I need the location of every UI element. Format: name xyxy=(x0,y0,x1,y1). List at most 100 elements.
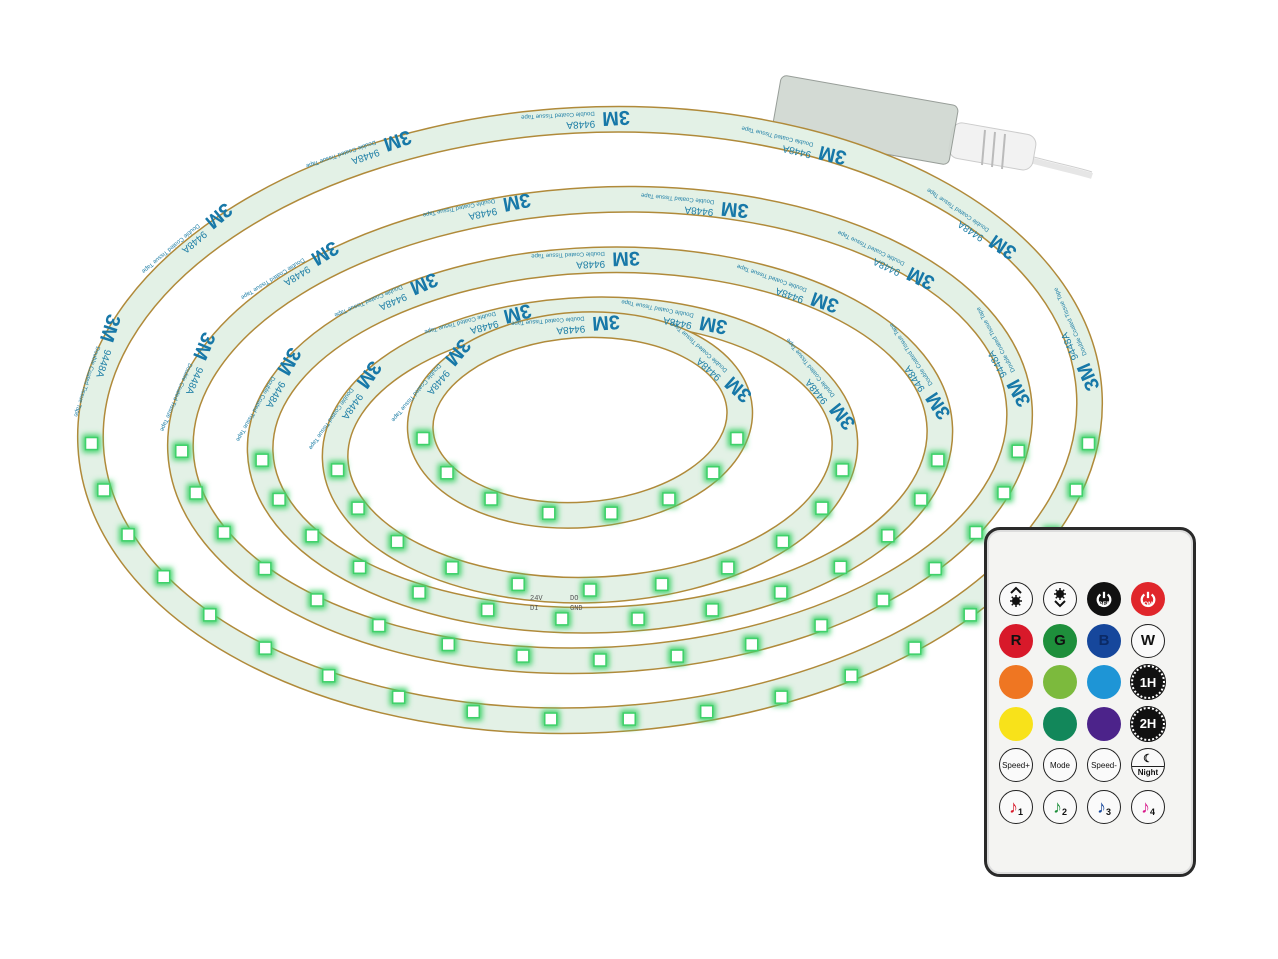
led-chip xyxy=(466,704,481,719)
led-chip xyxy=(814,618,828,633)
button-label: Night xyxy=(1137,767,1159,777)
led-chip xyxy=(833,560,848,575)
remote-button-orange[interactable] xyxy=(999,665,1033,699)
button-label: G xyxy=(1054,632,1066,649)
led-chip xyxy=(655,577,669,592)
remote-button-teal-green[interactable] xyxy=(1043,706,1077,741)
remote-button-purple[interactable] xyxy=(1087,706,1121,741)
led-chip xyxy=(542,506,556,520)
led-chip xyxy=(881,529,895,543)
led-chip xyxy=(272,492,286,507)
tape-model: 9448A xyxy=(684,204,714,218)
led-chip xyxy=(156,569,171,584)
button-label: ON xyxy=(1143,602,1153,608)
remote-button-red[interactable]: R xyxy=(999,623,1033,658)
button-label: 1H xyxy=(1139,674,1157,690)
remote-button-power-off[interactable]: OFF xyxy=(1087,582,1121,616)
remote-button-light-green[interactable] xyxy=(1043,665,1077,699)
button-label: R xyxy=(1010,632,1022,649)
led-chip xyxy=(372,618,386,633)
remote-button-speed-up[interactable]: Speed+ xyxy=(999,748,1033,782)
button-label: 2H xyxy=(1139,716,1157,731)
remote-button-music-4[interactable]: ♪4 xyxy=(1131,789,1165,824)
led-chip xyxy=(555,612,569,626)
tape-description: Double Coated Tissue Tape xyxy=(530,250,604,259)
led-chip xyxy=(774,690,789,704)
remote-button-night[interactable]: ☾Night xyxy=(1131,748,1165,782)
music-note-icon: ♪ xyxy=(1096,796,1106,817)
power-icon xyxy=(1095,590,1113,612)
remote-button-timer-1h[interactable]: 1H xyxy=(1130,664,1166,700)
remote-button-mode[interactable]: Mode xyxy=(1043,748,1077,782)
led-chip xyxy=(97,483,111,497)
tape-description: Double Coated Tissue Tape xyxy=(510,315,585,326)
led-chip xyxy=(189,486,203,500)
remote-button-music-2[interactable]: ♪2 xyxy=(1043,789,1077,824)
led-chip xyxy=(258,561,272,576)
led-chip xyxy=(121,528,135,542)
led-chip xyxy=(322,669,336,683)
pcb-marking: DO xyxy=(570,595,578,603)
button-label: OFF xyxy=(1098,602,1110,608)
brightness-down-icon xyxy=(1050,585,1070,613)
remote-button-brightness-down[interactable] xyxy=(1043,582,1077,616)
led-chip xyxy=(914,492,928,507)
remote-button-music-1[interactable]: ♪1 xyxy=(999,789,1033,824)
button-label: Speed+ xyxy=(1002,760,1030,770)
button-label: 4 xyxy=(1149,806,1155,817)
led-chip xyxy=(670,649,684,663)
led-chip xyxy=(203,608,217,622)
remote-button-power-on[interactable]: ON xyxy=(1131,582,1165,616)
led-chip xyxy=(352,560,367,575)
led-chip xyxy=(907,641,922,655)
remote-button-music-3[interactable]: ♪3 xyxy=(1087,789,1121,824)
remote-button-light-blue[interactable] xyxy=(1087,665,1121,699)
led-chip xyxy=(445,561,459,575)
remote-button-timer-2h[interactable]: 2H xyxy=(1130,705,1166,742)
remote-button-speed-down[interactable]: Speed- xyxy=(1087,748,1121,782)
led-chip xyxy=(1069,483,1083,497)
remote-button-white[interactable]: W xyxy=(1131,623,1165,658)
remote-button-green[interactable]: G xyxy=(1043,623,1077,658)
led-chip xyxy=(928,561,942,576)
music-note-icon: ♪ xyxy=(1140,796,1150,817)
plug-connector-icon xyxy=(948,122,1037,171)
remote-control: OFF ON R G B W 1H 2H Speed+ Mode Speed- ☾Night ♪1 ♪2 ♪… xyxy=(984,527,1196,877)
power-icon xyxy=(1139,590,1157,612)
led-chip xyxy=(516,649,530,663)
strip-ring xyxy=(323,297,857,603)
led-chip xyxy=(511,577,525,592)
led-chip xyxy=(997,486,1011,500)
led-chip xyxy=(330,463,345,477)
led-chip xyxy=(835,463,850,477)
remote-button-yellow[interactable] xyxy=(999,706,1033,741)
led-chip xyxy=(258,641,273,655)
led-chip xyxy=(622,712,636,726)
led-chip xyxy=(391,690,406,704)
led-chip xyxy=(662,492,676,506)
button-label: B xyxy=(1098,632,1110,649)
tape-model: 9448A xyxy=(556,323,586,336)
led-chip xyxy=(931,453,945,467)
led-chip xyxy=(416,431,430,446)
led-chip xyxy=(390,534,405,549)
led-chip xyxy=(217,525,231,540)
tape-model: 9448A xyxy=(662,314,693,330)
led-chip xyxy=(631,612,645,626)
led-chip xyxy=(351,501,365,515)
led-chip xyxy=(310,593,324,607)
led-chip xyxy=(84,436,99,451)
led-chip xyxy=(705,603,720,617)
led-chip xyxy=(963,608,977,622)
led-chip xyxy=(744,637,759,652)
led-chip xyxy=(815,501,829,515)
remote-button-blue[interactable]: B xyxy=(1087,623,1121,658)
button-label: W xyxy=(1140,632,1156,649)
led-chip xyxy=(440,466,454,480)
led-chip xyxy=(706,466,720,480)
led-chip xyxy=(583,583,597,597)
remote-button-brightness-up[interactable] xyxy=(999,582,1033,616)
